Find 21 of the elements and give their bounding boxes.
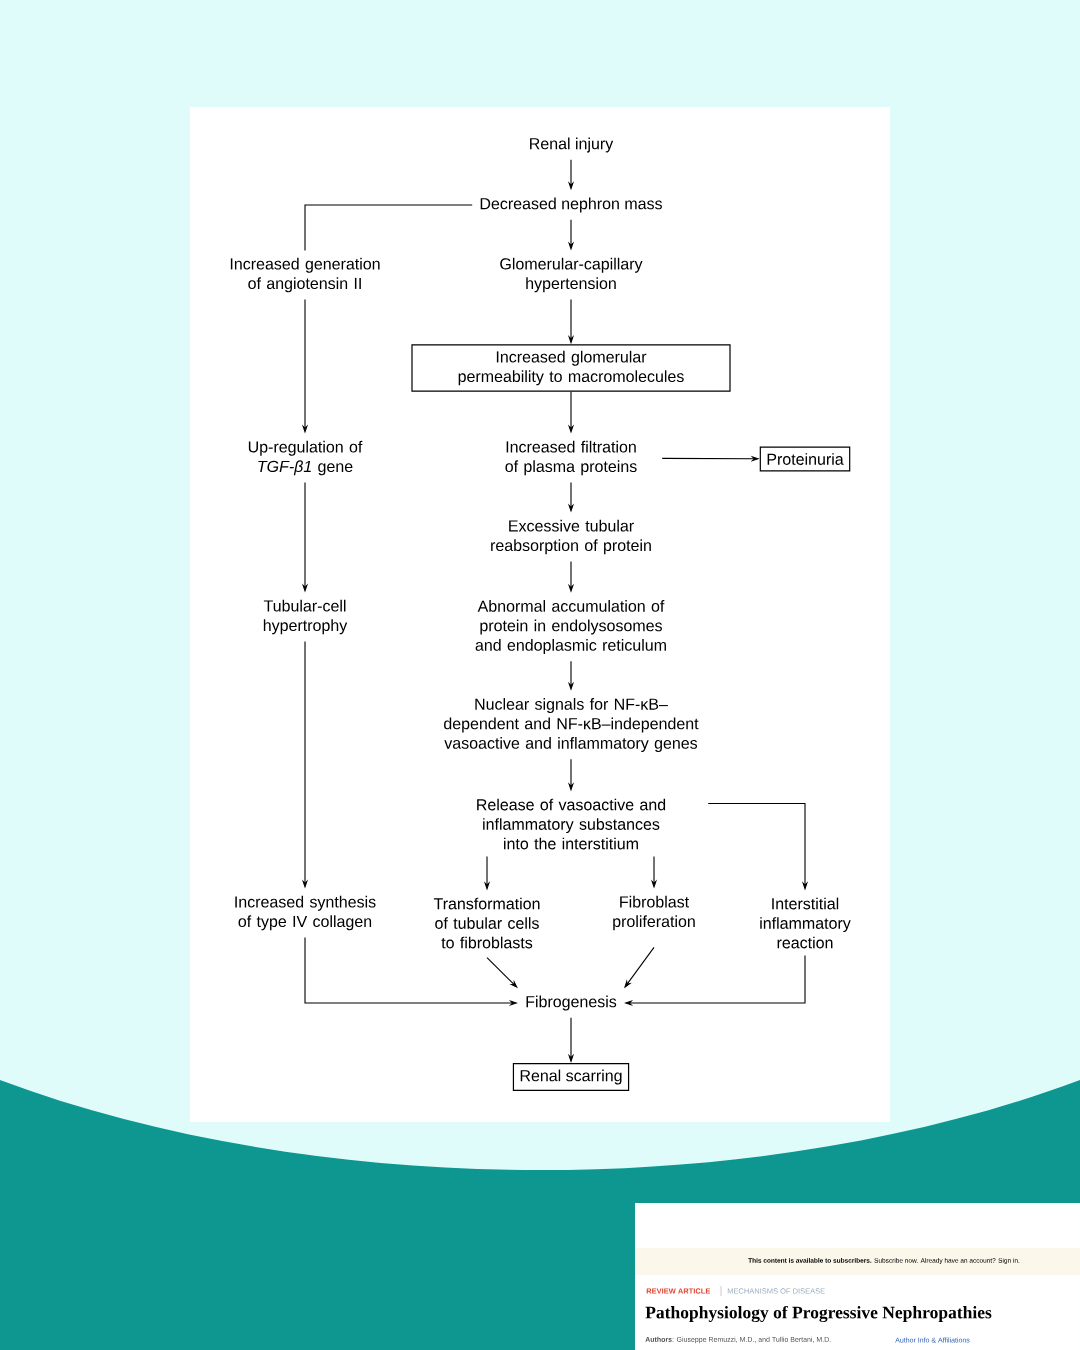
flow-step: Increased filtration of plasma proteins [505,440,637,476]
process-box: Renal scarring [512,1062,630,1092]
flow-step: Transformation of tubular cells to fibroblasts [433,897,540,949]
process-box: Proteinuria [759,446,851,472]
flow-step: Interstitial inflammatory reaction [760,897,851,949]
flow-step: Nuclear signals for NF-κB–dependent and NF-κB–independent vasoactive and inflammatory genes [444,698,699,752]
flow-step: Decreased nephron mass [480,197,662,213]
flow-step: Excessive tubular reabsorption of protein [491,519,651,555]
flow-step: Renal injury [530,137,614,153]
article-title: Pathophysiology of Progressive Nephropathies [645,1305,992,1323]
flow-step: Up-regulation of TGF-β1 gene [248,440,363,476]
flow-step: Abnormal accumulation of protein in endolysosomes and endoplasmic reticulum [475,600,666,654]
flow-step: Glomerular-capillary hypertension [500,257,643,293]
flow-step: Fibroblast proliferation [613,895,695,931]
flow-step: Fibrogenesis [526,995,617,1011]
flow-step: Increased generation of angiotensin II [230,257,380,293]
connector-line [304,204,473,252]
process-box: Increased glomerular permeability to macromolecules [411,344,731,392]
flow-step: Release of vasoactive and inflammatory substances into the interstitium [477,798,666,850]
flow-step: Increased synthesis of type IV collagen [235,895,376,931]
flow-step: Tubular-cell hypertrophy [263,599,348,635]
